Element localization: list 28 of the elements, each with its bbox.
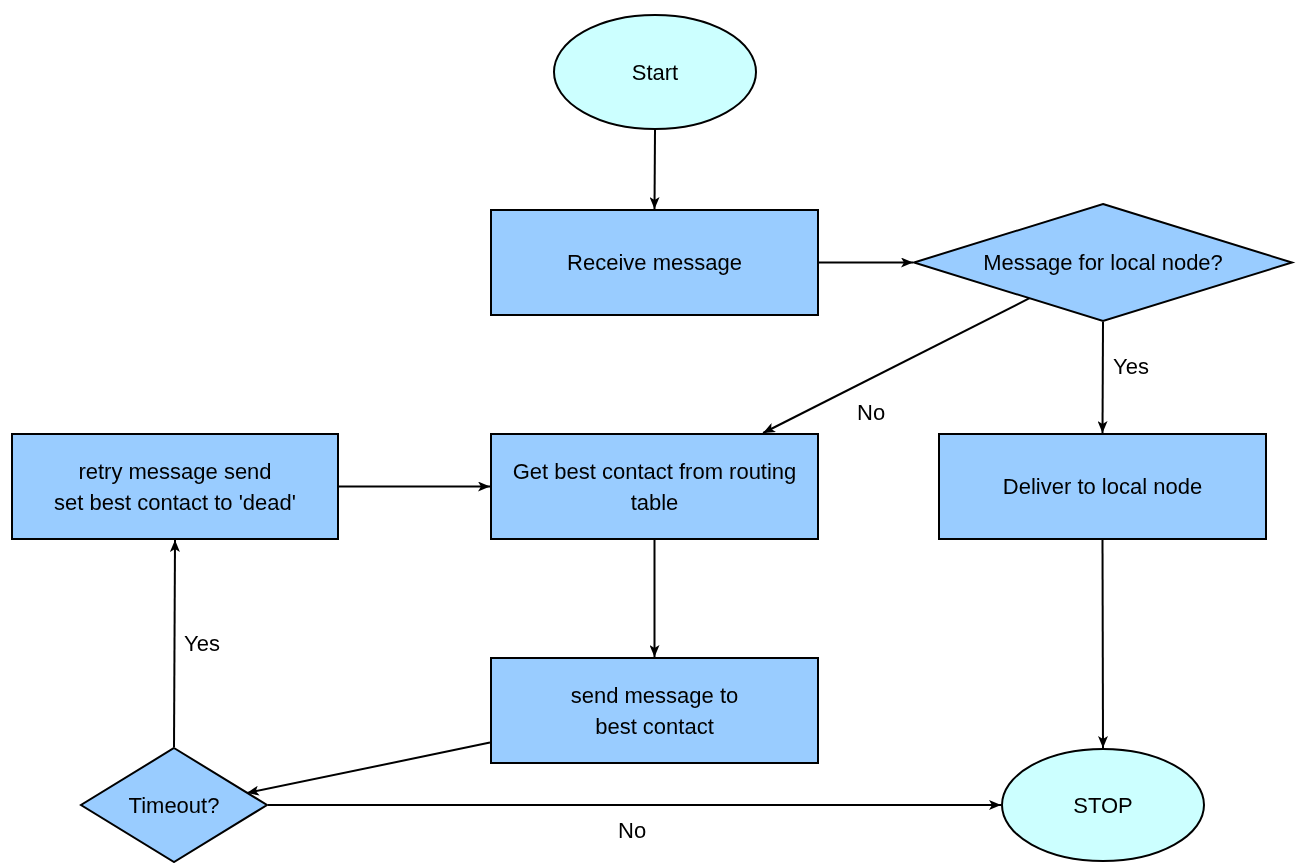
terminal-ellipse [1001, 748, 1205, 862]
arrow [169, 539, 180, 748]
node-text: set best contact to 'dead' [54, 488, 296, 517]
arrow [1097, 321, 1108, 434]
process-box [490, 209, 819, 316]
arrow [649, 539, 660, 658]
node-text: retry message send [78, 457, 272, 486]
process-box [938, 433, 1267, 540]
node-text: Deliver to local node [1002, 473, 1203, 501]
node-text: Message for local node? [983, 249, 1223, 277]
node-text: Get best contact from routing table [511, 457, 798, 517]
node-text: Timeout? [128, 791, 220, 820]
arrow [267, 800, 1002, 810]
arrow [649, 129, 660, 210]
process-box [490, 433, 819, 540]
decision-diamond [80, 747, 268, 863]
arrow [1097, 539, 1108, 749]
node-text: Start [631, 58, 679, 87]
process-box [11, 433, 339, 540]
terminal-ellipse [553, 14, 757, 130]
decision-diamond [913, 203, 1293, 322]
node-text: STOP [1073, 791, 1133, 820]
node-text: send message to best contact [569, 681, 740, 741]
process-box [490, 657, 819, 764]
node-text: Receive message [567, 249, 742, 277]
arrow [762, 296, 1032, 434]
arrow [338, 481, 491, 492]
arrow [818, 257, 914, 268]
